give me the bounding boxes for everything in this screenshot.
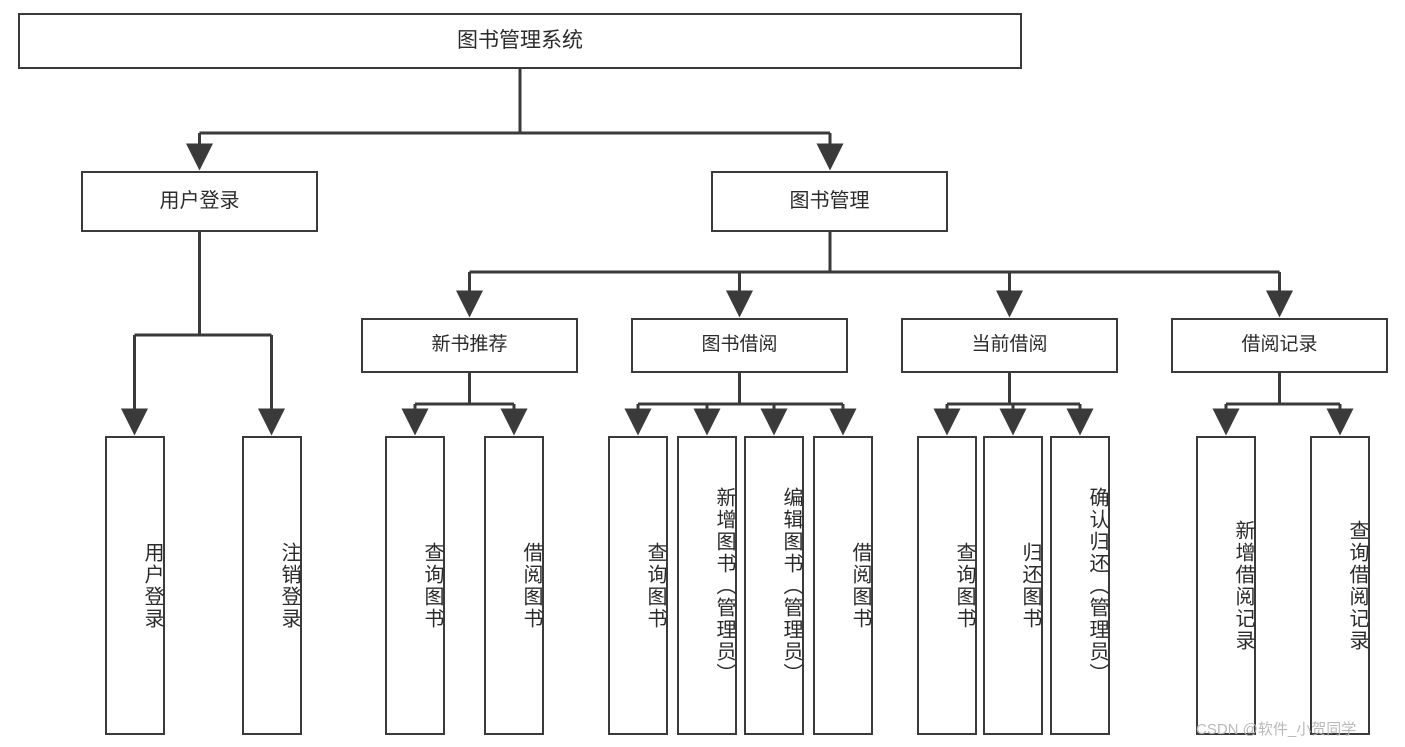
leaf-return-book[interactable]: 归还图书 xyxy=(983,436,1043,735)
leaf-add-borrow-record[interactable]: 新增借阅记录 xyxy=(1196,436,1256,735)
node-user-login[interactable]: 用户登录 xyxy=(81,171,318,232)
leaf-label: 编辑图书（管理员） xyxy=(780,486,802,685)
node-new-book-recommend[interactable]: 新书推荐 xyxy=(361,318,578,373)
leaf-label: 查询借阅记录 xyxy=(1346,519,1368,652)
node-root[interactable]: 图书管理系统 xyxy=(18,13,1022,69)
node-book-borrow[interactable]: 图书借阅 xyxy=(631,318,848,373)
leaf-query-book-borrow[interactable]: 查询图书 xyxy=(608,436,668,735)
leaf-query-book-recommend[interactable]: 查询图书 xyxy=(385,436,445,735)
leaf-logout[interactable]: 注销登录 xyxy=(242,436,302,735)
leaf-user-login[interactable]: 用户登录 xyxy=(105,436,165,735)
leaf-label: 借阅图书 xyxy=(520,541,542,630)
leaf-label: 查询图书 xyxy=(644,541,666,630)
leaf-label: 查询图书 xyxy=(953,541,975,630)
leaf-edit-book-admin[interactable]: 编辑图书（管理员） xyxy=(744,436,804,735)
leaf-label: 新增图书（管理员） xyxy=(713,486,735,685)
csdn-watermark: CSDN @软件_小贺同学 xyxy=(1196,721,1357,738)
leaf-label: 用户登录 xyxy=(141,541,163,630)
leaf-borrow-book-recommend[interactable]: 借阅图书 xyxy=(484,436,544,735)
leaf-label: 注销登录 xyxy=(278,541,300,630)
leaf-label: 查询图书 xyxy=(421,541,443,630)
leaf-query-book-current[interactable]: 查询图书 xyxy=(917,436,977,735)
leaf-borrow-book[interactable]: 借阅图书 xyxy=(813,436,873,735)
leaf-label: 新增借阅记录 xyxy=(1232,519,1254,652)
leaf-label: 确认归还（管理员） xyxy=(1086,486,1108,685)
node-current-borrow[interactable]: 当前借阅 xyxy=(901,318,1118,373)
node-borrow-record[interactable]: 借阅记录 xyxy=(1171,318,1388,373)
leaf-add-book-admin[interactable]: 新增图书（管理员） xyxy=(677,436,737,735)
leaf-label: 归还图书 xyxy=(1019,541,1041,630)
leaf-confirm-return-admin[interactable]: 确认归还（管理员） xyxy=(1050,436,1110,735)
node-book-management[interactable]: 图书管理 xyxy=(711,171,948,232)
leaf-query-borrow-record[interactable]: 查询借阅记录 xyxy=(1310,436,1370,735)
leaf-label: 借阅图书 xyxy=(849,541,871,630)
